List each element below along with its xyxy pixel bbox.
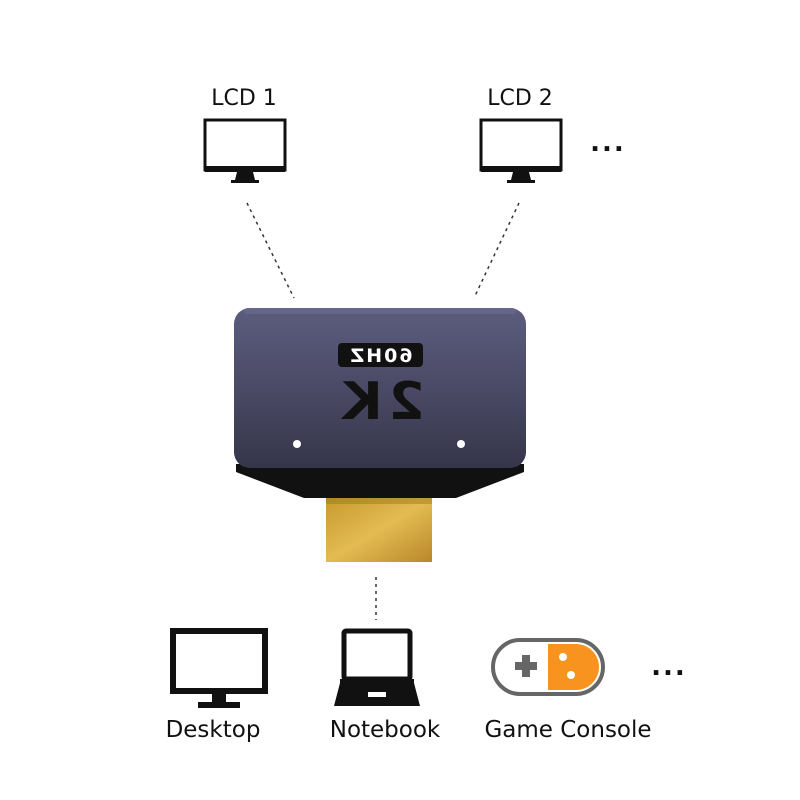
dashed-line-lcd2 [473, 202, 520, 299]
led-dot-right [457, 440, 465, 448]
monitor-icon [479, 118, 563, 183]
game-console-label: Game Console [484, 717, 652, 743]
desktop-monitor-icon [170, 628, 268, 708]
hdmi-adapter: 60HZ 2K [234, 308, 526, 562]
dashed-line-lcd1 [246, 202, 295, 299]
notebook-label: Notebook [329, 717, 441, 743]
led-dot-left [293, 440, 301, 448]
desktop-label: Desktop [165, 717, 261, 743]
refresh-badge [338, 343, 423, 367]
monitor-icon [203, 118, 287, 183]
refresh-text: 60HZ [348, 345, 412, 367]
more-monitors-ellipsis: ... [590, 128, 626, 158]
game-controller-icon [491, 638, 605, 696]
lcd-1-label: LCD 1 [211, 86, 277, 111]
laptop-icon [334, 628, 420, 706]
more-devices-ellipsis: ... [651, 652, 687, 682]
lcd-2-label: LCD 2 [487, 86, 553, 111]
resolution-text: 2K [336, 372, 424, 432]
